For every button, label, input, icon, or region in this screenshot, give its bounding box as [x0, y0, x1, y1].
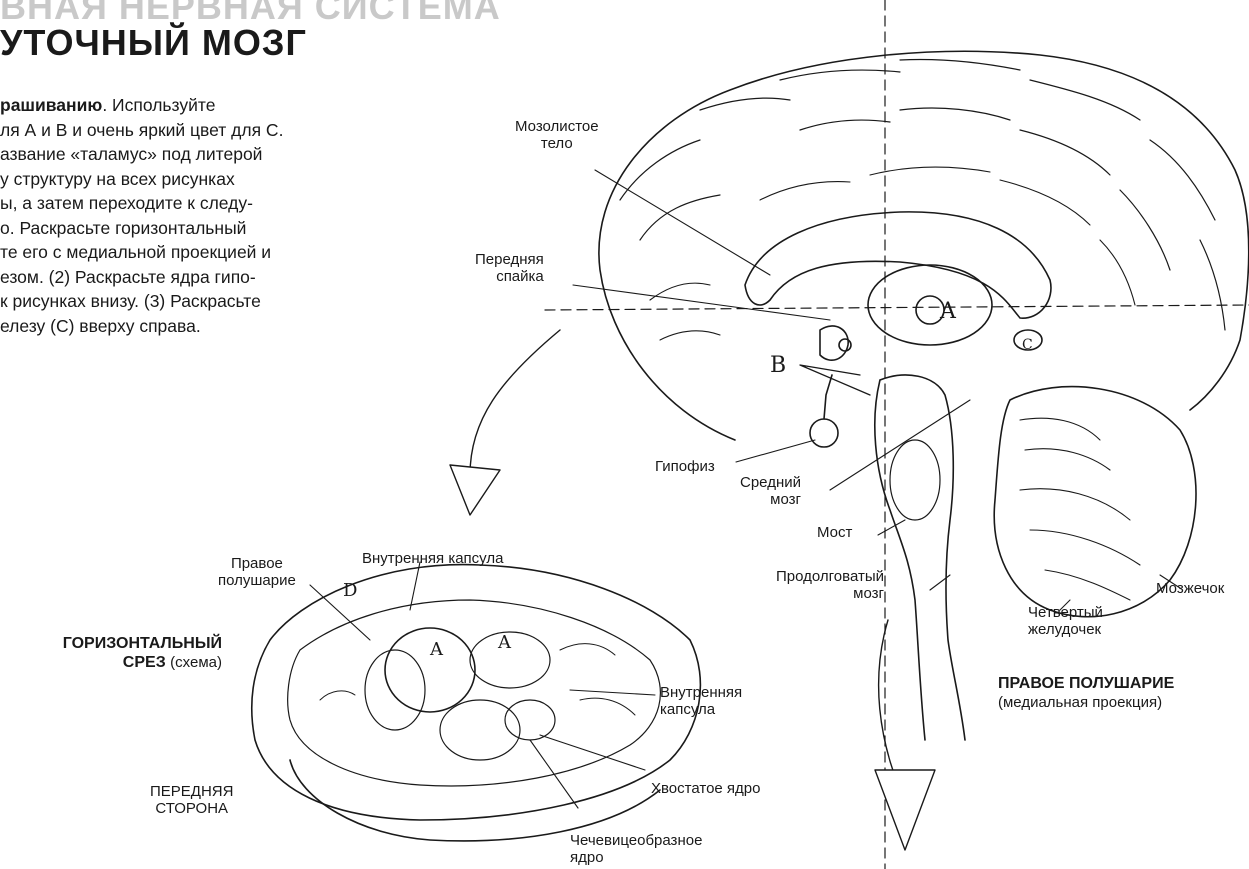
label-internal-capsule-right: Внутренняя капсула — [660, 684, 742, 718]
hypothalamus — [820, 326, 848, 360]
caption-medial-sub: (медиальная проекция) — [998, 694, 1162, 711]
label-cerebellum: Мозжечок — [1156, 580, 1224, 597]
letter-a-medial: A — [939, 299, 957, 324]
label-anterior-commissure: Передняя спайка — [475, 251, 544, 285]
page-title: УТОЧНЫЙ МОЗГ — [0, 22, 307, 64]
label-pons: Мост — [817, 524, 852, 541]
label-caudate-nucleus: Хвостатое ядро — [651, 780, 760, 797]
corpus-callosum — [745, 212, 1051, 318]
cerebrum-outline — [599, 51, 1249, 440]
caption-horizontal-bold-1: ГОРИЗОНТАЛЬНЫЙ — [63, 635, 222, 652]
medial-leader-lines — [573, 170, 1180, 610]
label-internal-capsule-top: Внутренняя капсула — [362, 550, 503, 567]
instructions-rest: ля А и В и очень яркий цвет для С. азван… — [0, 120, 283, 336]
label-right-hemisphere: Правое полушарие — [218, 555, 296, 589]
horizontal-section-drawing — [252, 565, 701, 841]
instructions-line1: . Используйте — [102, 95, 215, 115]
letter-b-medial: B — [770, 353, 786, 378]
letter-c-medial: C — [1022, 337, 1033, 353]
section-leader-lines — [310, 562, 655, 808]
label-medulla: Продолговатый мозг — [776, 568, 884, 602]
label-lentiform-nucleus: Чечевицеобразное ядро — [570, 832, 702, 866]
caption-horizontal-section: ГОРИЗОНТАЛЬНЫЙ СРЕЗ (схема) — [38, 634, 222, 672]
label-pituitary: Гипофиз — [655, 458, 715, 475]
pituitary — [810, 419, 838, 447]
medial-brain-drawing — [545, 0, 1249, 869]
caption-horizontal-bold-2: СРЕЗ — [123, 654, 166, 671]
caption-medial-bold: ПРАВОЕ ПОЛУШАРИЕ — [998, 675, 1174, 692]
section-outline — [252, 565, 701, 820]
label-corpus-callosum: Мозолистое тело — [515, 118, 599, 152]
label-midbrain: Средний мозг — [740, 474, 801, 508]
arrow-down-right — [875, 620, 935, 850]
thalamus-medial — [868, 265, 992, 345]
instructions-text: рашиванию. Используйте ля А и В и очень … — [0, 93, 340, 338]
letter-d-section: D — [343, 580, 357, 601]
label-fourth-ventricle: Четвертый желудочек — [1028, 604, 1103, 638]
letter-a-section-2: A — [497, 632, 512, 653]
instructions-bold: рашиванию — [0, 95, 102, 115]
brainstem — [875, 375, 965, 740]
arrow-to-section — [450, 330, 560, 515]
caption-medial-view: ПРАВОЕ ПОЛУШАРИЕ (медиальная проекция) — [998, 674, 1174, 712]
label-anterior-side: ПЕРЕДНЯЯ СТОРОНА — [150, 783, 233, 817]
caption-horizontal-sub: (схема) — [170, 654, 222, 671]
letter-a-section-1: A — [429, 639, 444, 660]
